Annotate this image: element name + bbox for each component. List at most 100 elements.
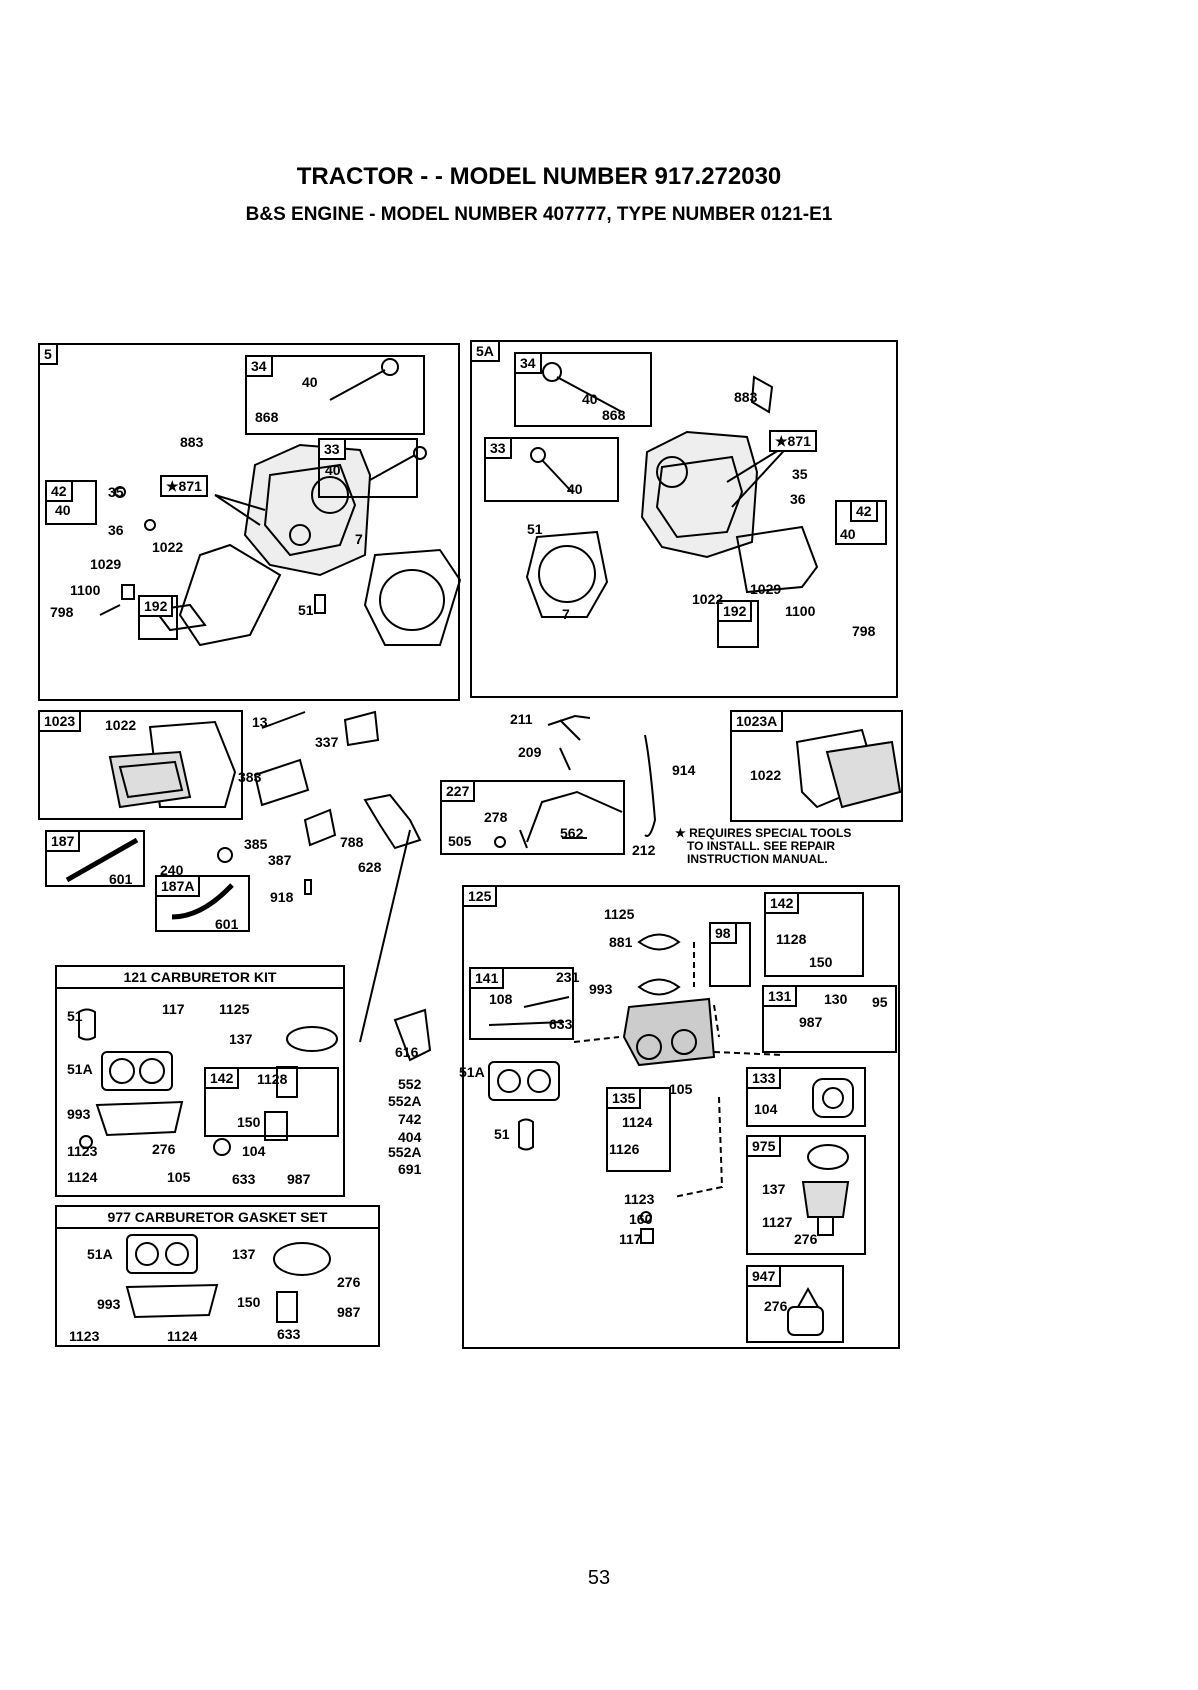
tube-illustration bbox=[171, 883, 234, 920]
part-label: 40 bbox=[55, 502, 71, 518]
part-label: 40 bbox=[302, 374, 318, 390]
part-label: 137 bbox=[232, 1246, 256, 1262]
panel-label: 125 bbox=[462, 885, 498, 907]
part-label: 40 bbox=[840, 526, 856, 542]
valve-box-34 bbox=[514, 352, 652, 427]
part-label: 1125 bbox=[219, 1001, 250, 1017]
part-label: 552A bbox=[388, 1144, 422, 1160]
part-label: 150 bbox=[809, 954, 833, 970]
part-label: 1128 bbox=[776, 931, 807, 947]
panel-label: 192 bbox=[138, 595, 174, 617]
panel-label: 187A bbox=[155, 875, 201, 897]
part-label: 387 bbox=[268, 852, 292, 868]
valve-box-33 bbox=[484, 437, 619, 502]
part-label: 51A bbox=[87, 1246, 113, 1262]
part-label: 918 bbox=[270, 889, 294, 905]
kit-title: 121 CARBURETOR KIT bbox=[57, 967, 343, 989]
part-label: 1022 bbox=[692, 591, 724, 607]
solenoid-illustration bbox=[787, 1286, 824, 1336]
part-label: 150 bbox=[237, 1114, 261, 1130]
float-illustration bbox=[812, 1078, 854, 1118]
part-label: 633 bbox=[549, 1016, 573, 1032]
cylinder-head-panel-5A: 5A 34 33 ★871 42 192 883 40 868 40 51 7 … bbox=[470, 340, 898, 698]
kit-sub-box-142 bbox=[204, 1067, 339, 1137]
part-label: 633 bbox=[232, 1171, 256, 1187]
valve-cover-illustration bbox=[795, 728, 902, 809]
part-label: 1029 bbox=[750, 581, 782, 597]
part-label: 798 bbox=[852, 623, 876, 639]
part-label: 1022 bbox=[750, 767, 782, 783]
panel-label: 1023A bbox=[730, 710, 784, 732]
part-label: 1128 bbox=[257, 1071, 288, 1087]
page-subtitle: B&S ENGINE - MODEL NUMBER 407777, TYPE N… bbox=[245, 204, 833, 225]
panel-label: 142 bbox=[764, 892, 800, 914]
note-line: ★ REQUIRES SPECIAL TOOLS bbox=[675, 826, 852, 840]
part-label: 993 bbox=[67, 1106, 91, 1122]
part-label: 51A bbox=[67, 1061, 93, 1077]
governor-lever-illustration bbox=[494, 790, 623, 849]
part-label: 987 bbox=[337, 1304, 361, 1320]
panel-label: 133 bbox=[746, 1067, 782, 1089]
page-title: TRACTOR - - MODEL NUMBER 917.272030 bbox=[296, 163, 782, 190]
part-label: 117 bbox=[162, 1001, 185, 1017]
part-label: 276 bbox=[152, 1141, 176, 1157]
part-label: 552A bbox=[388, 1093, 422, 1109]
part-label: 209 bbox=[518, 744, 542, 760]
panel-label: 227 bbox=[440, 780, 476, 802]
panel-label: 141 bbox=[469, 967, 505, 989]
float-bowl-box-133 bbox=[746, 1067, 866, 1127]
part-label: 383 bbox=[238, 769, 262, 785]
panel-label: 5 bbox=[38, 343, 58, 365]
part-label: 616 bbox=[395, 1044, 419, 1060]
part-label: 276 bbox=[337, 1274, 361, 1290]
part-label: 1127 bbox=[762, 1214, 793, 1230]
part-label: 51 bbox=[527, 521, 543, 537]
part-label: 1100 bbox=[785, 603, 816, 619]
governor-lever-box-227: 227 278 562 505 bbox=[440, 780, 625, 855]
bowl-illustration bbox=[801, 1144, 850, 1236]
part-label: 51 bbox=[67, 1008, 83, 1024]
part-label: 552 bbox=[398, 1076, 422, 1092]
part-label: 987 bbox=[799, 1014, 823, 1030]
part-label: 108 bbox=[489, 991, 513, 1007]
panel-label-special-tool: ★871 bbox=[160, 475, 208, 497]
panel-label: 98 bbox=[709, 922, 737, 944]
carburetor-panel-125: 125 1125 881 993 142 1128 150 98 141 231… bbox=[459, 885, 900, 1349]
part-label: 1125 bbox=[604, 906, 635, 922]
part-label: 240 bbox=[160, 862, 184, 878]
panel-label: 42 bbox=[45, 480, 73, 502]
part-label: 883 bbox=[180, 434, 204, 450]
part-label: 117 bbox=[619, 1231, 642, 1247]
panel-label: 142 bbox=[204, 1067, 240, 1089]
part-label: 7 bbox=[562, 606, 570, 622]
part-label: 211 bbox=[510, 711, 533, 727]
valve-box-34 bbox=[245, 355, 425, 435]
idle-box-131 bbox=[762, 985, 897, 1053]
cylinder-head-illustration bbox=[99, 358, 462, 647]
linkage-box-141 bbox=[469, 967, 574, 1040]
carburetor-gasket-set-977: 977 CARBURETOR GASKET SET 51A 137 276 99… bbox=[55, 1205, 380, 1347]
part-label: 51A bbox=[459, 1064, 485, 1080]
part-label: 51 bbox=[494, 1126, 510, 1142]
page-number: 53 bbox=[587, 1567, 611, 1589]
part-label: 691 bbox=[398, 1161, 422, 1177]
part-label: 1022 bbox=[105, 717, 137, 733]
panel-label: 34 bbox=[514, 352, 542, 374]
panel-label: 34 bbox=[245, 355, 273, 377]
panel-label-special-tool: ★871 bbox=[769, 430, 817, 452]
part-label: 505 bbox=[448, 833, 472, 849]
part-label: 993 bbox=[97, 1296, 121, 1312]
note-line: INSTRUCTION MANUAL. bbox=[687, 852, 828, 866]
part-label: 742 bbox=[398, 1111, 422, 1127]
part-label: 601 bbox=[109, 871, 133, 887]
tube-illustration bbox=[65, 837, 139, 883]
part-label: 212 bbox=[632, 842, 656, 858]
panel-label: 5A bbox=[470, 340, 500, 362]
panel-label: 33 bbox=[484, 437, 512, 459]
part-label: 1022 bbox=[152, 539, 184, 555]
panel-label: 135 bbox=[606, 1087, 642, 1109]
part-label: 1029 bbox=[90, 556, 122, 572]
part-label: 40 bbox=[582, 391, 598, 407]
part-label: 35 bbox=[108, 484, 124, 500]
